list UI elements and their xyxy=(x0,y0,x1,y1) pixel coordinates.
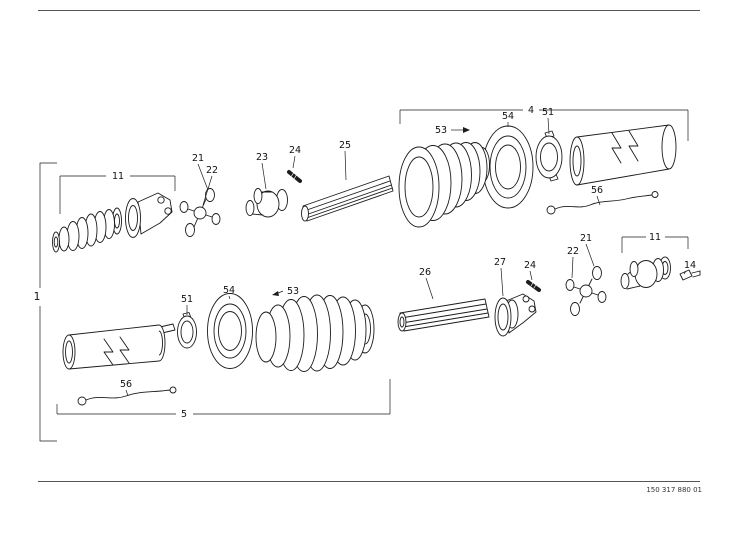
bearing-ring-lower-51 xyxy=(177,312,197,349)
callout-labels: 1 11 21 22 23 24 25 4 53 54 51 56 21 22 … xyxy=(34,105,697,420)
callout-56-upper: 56 xyxy=(591,185,603,196)
callout-27: 27 xyxy=(494,257,506,268)
callout-53-lower: 53 xyxy=(287,286,299,297)
callout-25: 25 xyxy=(339,140,351,151)
roll-pin-24-lower xyxy=(526,280,541,292)
callout-26: 26 xyxy=(419,267,431,278)
document-number: 150 317 880 01 xyxy=(646,486,702,494)
roll-pin-24-upper xyxy=(287,170,302,183)
callout-56-lower: 56 xyxy=(120,379,132,390)
callout-21-upper: 21 xyxy=(192,153,204,164)
callout-54-upper: 54 xyxy=(502,111,514,122)
page-rules xyxy=(38,10,700,482)
bearing-ring-upper-51 xyxy=(535,130,563,182)
callout-51-upper: 51 xyxy=(542,107,554,118)
cross-journal-lower-21-22 xyxy=(565,266,607,316)
guard-cone-lower-54 xyxy=(207,293,253,369)
profile-tube-26 xyxy=(397,298,490,332)
callout-23: 23 xyxy=(256,152,268,163)
guard-tube-lower xyxy=(62,323,176,370)
yoke-11-right xyxy=(620,256,671,290)
callout-53-upper: 53 xyxy=(435,125,447,136)
cross-journal-upper-21-22 xyxy=(179,188,221,237)
callout-24-upper: 24 xyxy=(289,145,301,156)
tube-yoke-23 xyxy=(245,188,288,218)
callout-4: 4 xyxy=(528,105,534,116)
callout-54-lower: 54 xyxy=(223,285,235,296)
yoke-27 xyxy=(494,293,537,337)
callout-22-upper: 22 xyxy=(206,165,218,176)
safety-chain-lower-56 xyxy=(77,386,177,406)
profile-tube-25 xyxy=(301,175,394,222)
callout-51-lower: 51 xyxy=(181,294,193,305)
callout-21-lower: 21 xyxy=(580,233,592,244)
guard-cone-upper-54 xyxy=(482,125,534,209)
cone-screw-14 xyxy=(679,269,701,281)
callout-14: 14 xyxy=(684,260,696,271)
guard-bellows-upper-53 xyxy=(398,142,490,228)
callout-lines xyxy=(39,109,689,442)
callout-22-lower: 22 xyxy=(567,246,579,257)
callout-24-lower: 24 xyxy=(524,260,536,271)
yoke-flange-left-11 xyxy=(125,192,173,238)
guard-tube-upper xyxy=(569,124,677,186)
safety-chain-upper-56 xyxy=(546,191,659,215)
callout-1: 1 xyxy=(34,290,41,303)
callout-11-right: 11 xyxy=(649,232,661,243)
callout-11-upper: 11 xyxy=(112,171,124,182)
boot-small-group-11 xyxy=(52,207,122,253)
callout-5: 5 xyxy=(181,409,187,420)
guard-bellows-lower-53 xyxy=(255,294,375,372)
